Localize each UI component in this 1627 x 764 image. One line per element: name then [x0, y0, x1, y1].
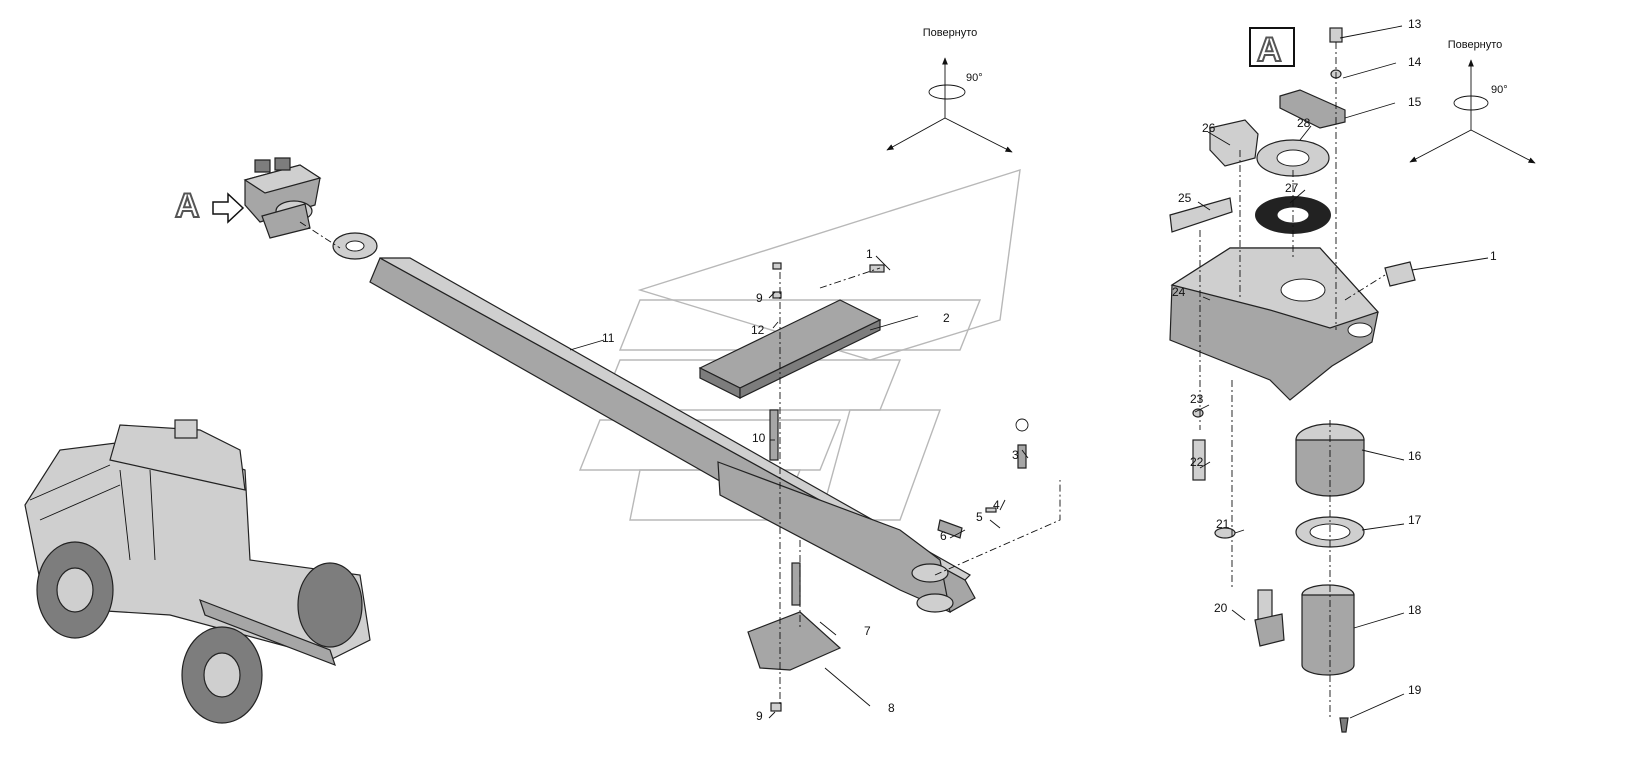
callout-10: 10 — [752, 431, 766, 445]
callout-27: 27 — [1285, 181, 1299, 195]
callout-numbers: 1 2 3 4 5 6 7 8 9 9 10 11 12 1 13 14 15 … — [602, 17, 1497, 723]
callout-9-top: 9 — [756, 291, 763, 305]
callout-6: 6 — [940, 529, 947, 543]
callout-11: 11 — [602, 331, 615, 345]
callout-25: 25 — [1178, 191, 1192, 205]
callout-15: 15 — [1408, 95, 1422, 109]
callout-5: 5 — [976, 510, 983, 524]
svg-text:90°: 90° — [966, 72, 983, 84]
callout-20: 20 — [1214, 601, 1228, 615]
callout-26: 26 — [1202, 121, 1216, 135]
small-parts-left — [769, 262, 1029, 712]
view-a-box: A — [1249, 27, 1295, 70]
leader-lines — [569, 25, 1489, 719]
plate-part-2 — [698, 299, 882, 399]
plate-part-8 — [747, 611, 842, 671]
callout-18: 18 — [1408, 603, 1422, 617]
right-column-parts — [1169, 27, 1416, 733]
callout-28: 28 — [1297, 116, 1311, 130]
callout-21: 21 — [1216, 517, 1230, 531]
callout-16: 16 — [1408, 449, 1422, 463]
callout-2: 2 — [943, 311, 950, 325]
callout-19: 19 — [1408, 683, 1422, 697]
svg-text:A: A — [175, 187, 200, 225]
svg-text:Повернуто: Повернуто — [1448, 39, 1503, 51]
callout-14: 14 — [1408, 55, 1422, 69]
view-a-callout: A — [174, 186, 245, 226]
callout-8: 8 — [888, 701, 895, 715]
callout-24: 24 — [1172, 285, 1186, 299]
callout-3: 3 — [1012, 448, 1019, 462]
callout-12: 12 — [751, 323, 765, 337]
callout-1-right: 1 — [1490, 249, 1497, 263]
callout-9-bottom: 9 — [756, 709, 763, 723]
callout-13: 13 — [1408, 17, 1422, 31]
bracket-assembly-small — [243, 157, 322, 239]
callout-17: 17 — [1408, 513, 1422, 527]
svg-text:90°: 90° — [1491, 84, 1508, 96]
tractor-illustration — [24, 419, 371, 724]
svg-text:A: A — [1257, 31, 1282, 69]
drawbar — [332, 232, 976, 614]
callout-22: 22 — [1190, 455, 1204, 469]
callout-23: 23 — [1190, 392, 1204, 406]
assembly-axes — [299, 42, 1386, 718]
rotation-indicator-right: Повернуто 90° — [1409, 39, 1536, 164]
rotation-indicator-left: Повернуто 90° — [886, 27, 1013, 153]
callout-1-left: 1 — [866, 247, 873, 261]
callout-4: 4 — [993, 498, 1000, 512]
callout-7: 7 — [864, 624, 871, 638]
svg-text:Повернуто: Повернуто — [923, 27, 978, 39]
